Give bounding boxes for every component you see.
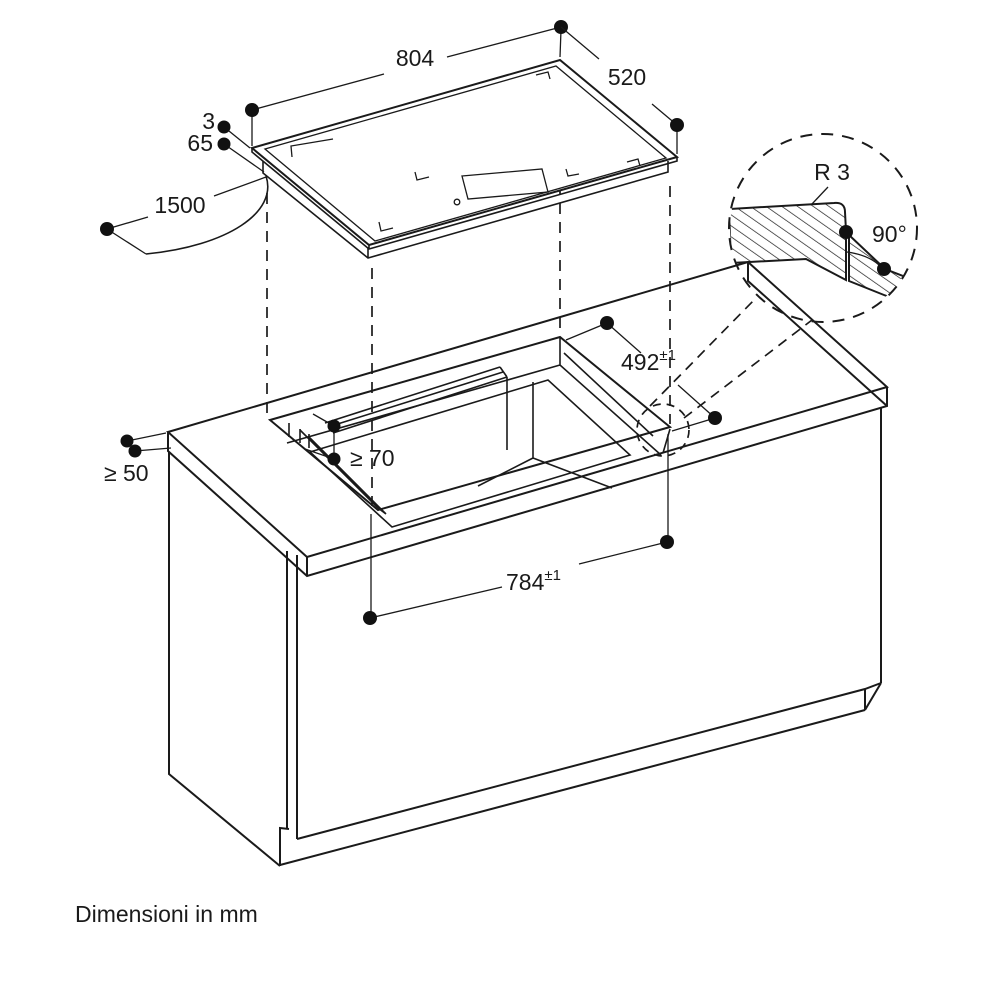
- dimensions: 804 520 3 65 1500 492±1: [100, 20, 722, 625]
- detail-source-circle: [636, 403, 690, 457]
- cutout-rail-back: [324, 366, 508, 450]
- dimension-min-clearance-front: ≥ 70: [304, 413, 395, 471]
- cabinet-front-verticals: [286, 551, 298, 839]
- dim-label-cable-length: 1500: [154, 192, 205, 218]
- cooktop-control-panel: [461, 168, 549, 200]
- cooktop-body: [262, 161, 669, 259]
- dimension-min-clearance-side: ≥ 50: [104, 432, 172, 486]
- dim-label-cutout-depth: 492±1: [621, 347, 676, 375]
- worktop-top-surface: [165, 260, 890, 559]
- dimension-glass-thickness: 3: [202, 108, 251, 149]
- detail-angle-label: 90°: [872, 221, 907, 247]
- cabinet-interior-partition: [477, 382, 613, 489]
- angle-arc: [846, 251, 881, 267]
- detail-radius-label: R 3: [814, 159, 850, 185]
- detail-view: R 3 90°: [636, 133, 918, 457]
- cutout-opening: [308, 379, 632, 528]
- cabinet-front-bottom: [296, 682, 882, 840]
- worktop: [165, 260, 890, 578]
- dimension-cutout-depth: 492±1: [565, 316, 722, 432]
- cabinet: [168, 408, 882, 867]
- dim-label-cutout-width: 784±1: [506, 567, 561, 595]
- dimension-hob-depth: 520: [560, 26, 684, 154]
- cutout-inner-faces: [286, 337, 671, 456]
- detail-connector-lines: [649, 296, 813, 419]
- cabinet-plinth: [279, 682, 882, 866]
- cutout-rail-front: [299, 429, 387, 515]
- cooktop-glass-inner-border: [263, 65, 668, 242]
- cutout-corner-steps: [288, 423, 310, 448]
- power-cable: [145, 175, 269, 255]
- dim-label-hob-height: 65: [187, 130, 213, 156]
- dim-label-min-clearance-side: ≥ 50: [104, 460, 149, 486]
- dimension-cable-length: 1500: [100, 176, 267, 255]
- detail-circle: [728, 133, 918, 323]
- dimension-cutout-width: 784±1: [363, 434, 674, 625]
- radius-leader: [811, 186, 829, 205]
- cooktop: [145, 58, 680, 259]
- dim-label-hob-depth: 520: [608, 64, 646, 90]
- worktop-thickness: [167, 262, 888, 578]
- cooktop-glass-thickness: [251, 148, 678, 250]
- dim-label-min-clearance-front: ≥ 70: [350, 445, 395, 471]
- dim-label-hob-width: 804: [396, 45, 435, 71]
- dim-label-glass-thickness: 3: [202, 108, 215, 134]
- dimension-hob-height: 65: [187, 130, 265, 173]
- section-profile-left: [730, 201, 847, 282]
- worktop-cutout: [267, 335, 673, 512]
- cooktop-control-knob: [453, 198, 461, 206]
- caption-dimensions-unit: Dimensioni in mm: [75, 901, 258, 927]
- cooking-zone-marks: [290, 71, 641, 232]
